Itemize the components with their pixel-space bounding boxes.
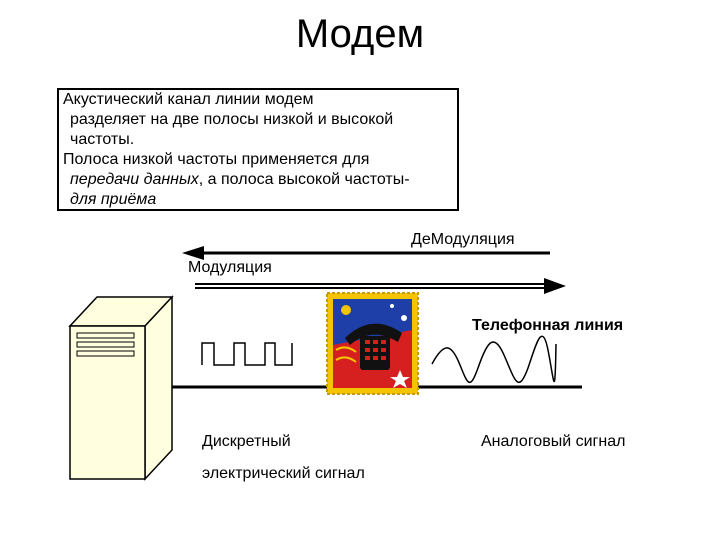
telephone-stamp-icon [326,292,419,395]
square-wave [201,342,293,366]
demodulation-arrow [182,246,550,260]
modulation-arrow [195,278,566,294]
p1-line2: разделяет на две полосы низкой и высокой [70,111,394,128]
slide-title: Модем [295,12,425,56]
p1-line1: Акустический канал линии модем [63,91,314,108]
p1-line3: частоты. [70,131,135,148]
analog-signal-label: Аналоговый сигнал [481,433,626,450]
paragraph-2: Полоса низкой частоты применяется для пе… [63,150,453,210]
p2-line3-italic: для приёма [70,191,157,208]
discrete-signal-label-1: Дискретный [202,433,291,450]
phone-line-label: Телефонная линия [472,317,624,334]
paragraph-1: Акустический канал линии модем разделяет… [63,90,453,150]
p2-line2-italic: передачи данных [70,171,199,188]
modulation-label: Модуляция [188,259,272,276]
description-box: Акустический канал линии модем разделяет… [57,88,459,211]
sine-wave [431,335,557,383]
discrete-signal-label-2: электрический сигнал [202,465,365,482]
server-icon [68,295,174,481]
p2-line1: Полоса низкой частоты применяется для [63,151,370,168]
p2-line2-rest: , а полоса высокой частоты- [198,171,410,188]
demodulation-label: ДеМодуляция [411,231,515,248]
